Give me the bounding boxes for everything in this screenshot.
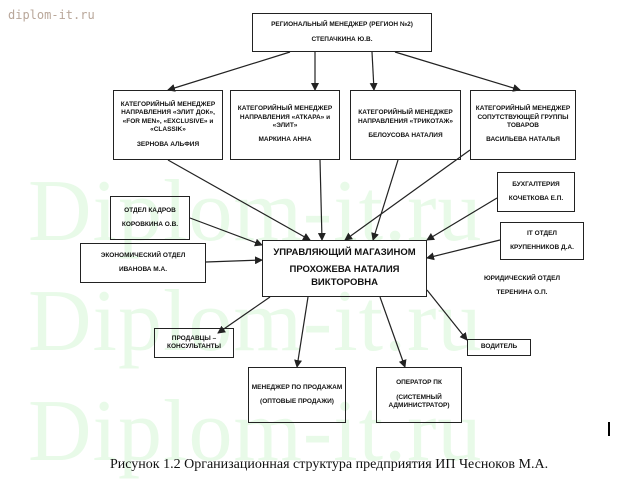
category-manager-title: КАТЕГОРИЙНЫЙ МЕНЕДЖЕР СОПУТСТВУЮЩЕЙ ГРУП…	[475, 105, 571, 129]
legal-department-box: ЮРИДИЧЕСКИЙ ОТДЕЛ ТЕРЕНИНА О.П.	[472, 266, 572, 306]
driver-box: ВОДИТЕЛЬ	[467, 339, 531, 356]
figure-caption: Рисунок 1.2 Организационная структура пр…	[110, 457, 549, 472]
sales-manager-title: МЕНЕДЖЕР ПО ПРОДАЖАМ	[251, 383, 343, 391]
pc-operator-title: ОПЕРАТОР ПК	[396, 379, 442, 387]
arrow-hr-to-manager	[189, 217, 263, 247]
legal-department-title: ЮРИДИЧЕСКИЙ ОТДЕЛ	[483, 274, 561, 282]
arrow-econ-to-manager	[205, 256, 263, 265]
hr-department-name: КОРОВКИНА О.В.	[121, 221, 179, 228]
arrow-manager-to-operator	[379, 296, 407, 368]
it-department-title: IT ОТДЕЛ	[527, 229, 557, 237]
pc-operator-box: ОПЕРАТОР ПК (СИСТЕМНЫЙ АДМИНИСТРАТОР)	[376, 367, 462, 423]
hr-department-box: ОТДЕЛ КАДРОВ КОРОВКИНА О.В.	[110, 196, 190, 240]
category-manager-name: ВАСИЛЬЕВА НАТАЛЬЯ	[486, 136, 560, 144]
store-manager-title: УПРАВЛЯЮЩИЙ МАГАЗИНОМ	[273, 247, 416, 259]
category-manager-box: КАТЕГОРИЙНЫЙ МЕНЕДЖЕР НАПРАВЛЕНИЯ «АТКАР…	[230, 90, 340, 160]
sales-manager-note: (ОПТОВЫЕ ПРОДАЖИ)	[260, 398, 334, 405]
store-manager-box: УПРАВЛЯЮЩИЙ МАГАЗИНОМ ПРОХОЖЕВА НАТАЛИЯ …	[262, 240, 427, 297]
regional-manager-title: РЕГИОНАЛЬНЫЙ МЕНЕДЖЕР (РЕГИОН №2)	[271, 21, 413, 29]
economic-department-title: ЭКОНОМИЧЕСКИЙ ОТДЕЛ	[100, 251, 186, 259]
category-manager-title: КАТЕГОРИЙНЫЙ МЕНЕДЖЕР НАПРАВЛЕНИЯ «АТКАР…	[237, 105, 333, 129]
category-manager-name: МАРКИНА АННА	[258, 136, 312, 144]
sales-consultants-title: ПРОДАВЦЫ – КОНСУЛЬТАНТЫ	[167, 334, 221, 350]
arrow-category-2-to-manager	[317, 159, 326, 241]
legal-department-name: ТЕРЕНИНА О.П.	[496, 289, 548, 296]
category-manager-box: КАТЕГОРИЙНЫЙ МЕНЕДЖЕР НАПРАВЛЕНИЯ «ЭЛИТ …	[113, 90, 223, 160]
arrow-category-3-to-manager	[371, 159, 399, 241]
it-department-name: КРУПЕННИКОВ Д.А.	[510, 244, 574, 251]
category-manager-box: КАТЕГОРИЙНЫЙ МЕНЕДЖЕР НАПРАВЛЕНИЯ «ТРИКО…	[350, 90, 461, 160]
economic-department-name: ИВАНОВА М.А.	[118, 266, 168, 273]
category-manager-name: ЗЕРНОВА АЛЬФИЯ	[136, 140, 200, 148]
text-cursor	[608, 422, 610, 436]
watermark-text: Diplom-it.ru	[28, 383, 483, 480]
arrow-it-to-manager	[426, 239, 501, 261]
pc-operator-note: (СИСТЕМНЫЙ АДМИНИСТРАТОР)	[388, 393, 450, 410]
arrow-manager-to-sales	[217, 296, 271, 334]
arrow-regional-to-category-1	[167, 51, 291, 92]
arrow-regional-to-category-4	[394, 51, 521, 92]
category-manager-title: КАТЕГОРИЙНЫЙ МЕНЕДЖЕР НАПРАВЛЕНИЯ «ЭЛИТ …	[120, 100, 216, 134]
regional-manager-name: СТЕПАЧКИНА Ю.В.	[311, 35, 373, 43]
watermark-text: Diplom-it.ru	[28, 273, 483, 370]
economic-department-box: ЭКОНОМИЧЕСКИЙ ОТДЕЛ ИВАНОВА М.А.	[80, 243, 206, 283]
arrow-manager-to-wholesale	[294, 296, 309, 368]
accounting-box: БУХГАЛТЕРИЯ КОЧЕТКОВА Е.П.	[497, 172, 575, 212]
sales-consultants-box: ПРОДАВЦЫ – КОНСУЛЬТАНТЫ	[154, 328, 234, 358]
arrow-regional-to-category-3	[369, 51, 378, 91]
accounting-name: КОЧЕТКОВА Е.П.	[508, 195, 564, 202]
watermark-site-label: diplom-it.ru	[8, 8, 95, 22]
category-manager-box: КАТЕГОРИЙНЫЙ МЕНЕДЖЕР СОПУТСТВУЮЩЕЙ ГРУП…	[470, 90, 576, 160]
sales-manager-box: МЕНЕДЖЕР ПО ПРОДАЖАМ (ОПТОВЫЕ ПРОДАЖИ)	[248, 367, 346, 423]
category-manager-name: БЕЛОУСОВА НАТАЛИЯ	[368, 132, 443, 140]
store-manager-name: ПРОХОЖЕВА НАТАЛИЯ ВИКТОРОВНА	[289, 264, 400, 288]
it-department-box: IT ОТДЕЛ КРУПЕННИКОВ Д.А.	[500, 222, 584, 260]
accounting-title: БУХГАЛТЕРИЯ	[512, 180, 560, 188]
category-manager-title: КАТЕГОРИЙНЫЙ МЕНЕДЖЕР НАПРАВЛЕНИЯ «ТРИКО…	[357, 109, 454, 125]
arrow-manager-to-driver	[426, 289, 468, 341]
arrow-category-4-to-manager	[344, 149, 471, 241]
regional-manager-box: РЕГИОНАЛЬНЫЙ МЕНЕДЖЕР (РЕГИОН №2) СТЕПАЧ…	[252, 13, 432, 52]
hr-department-title: ОТДЕЛ КАДРОВ	[124, 206, 176, 214]
driver-title: ВОДИТЕЛЬ	[480, 343, 518, 351]
arrow-accounting-to-manager	[426, 197, 498, 241]
arrow-category-1-to-manager	[167, 159, 311, 241]
